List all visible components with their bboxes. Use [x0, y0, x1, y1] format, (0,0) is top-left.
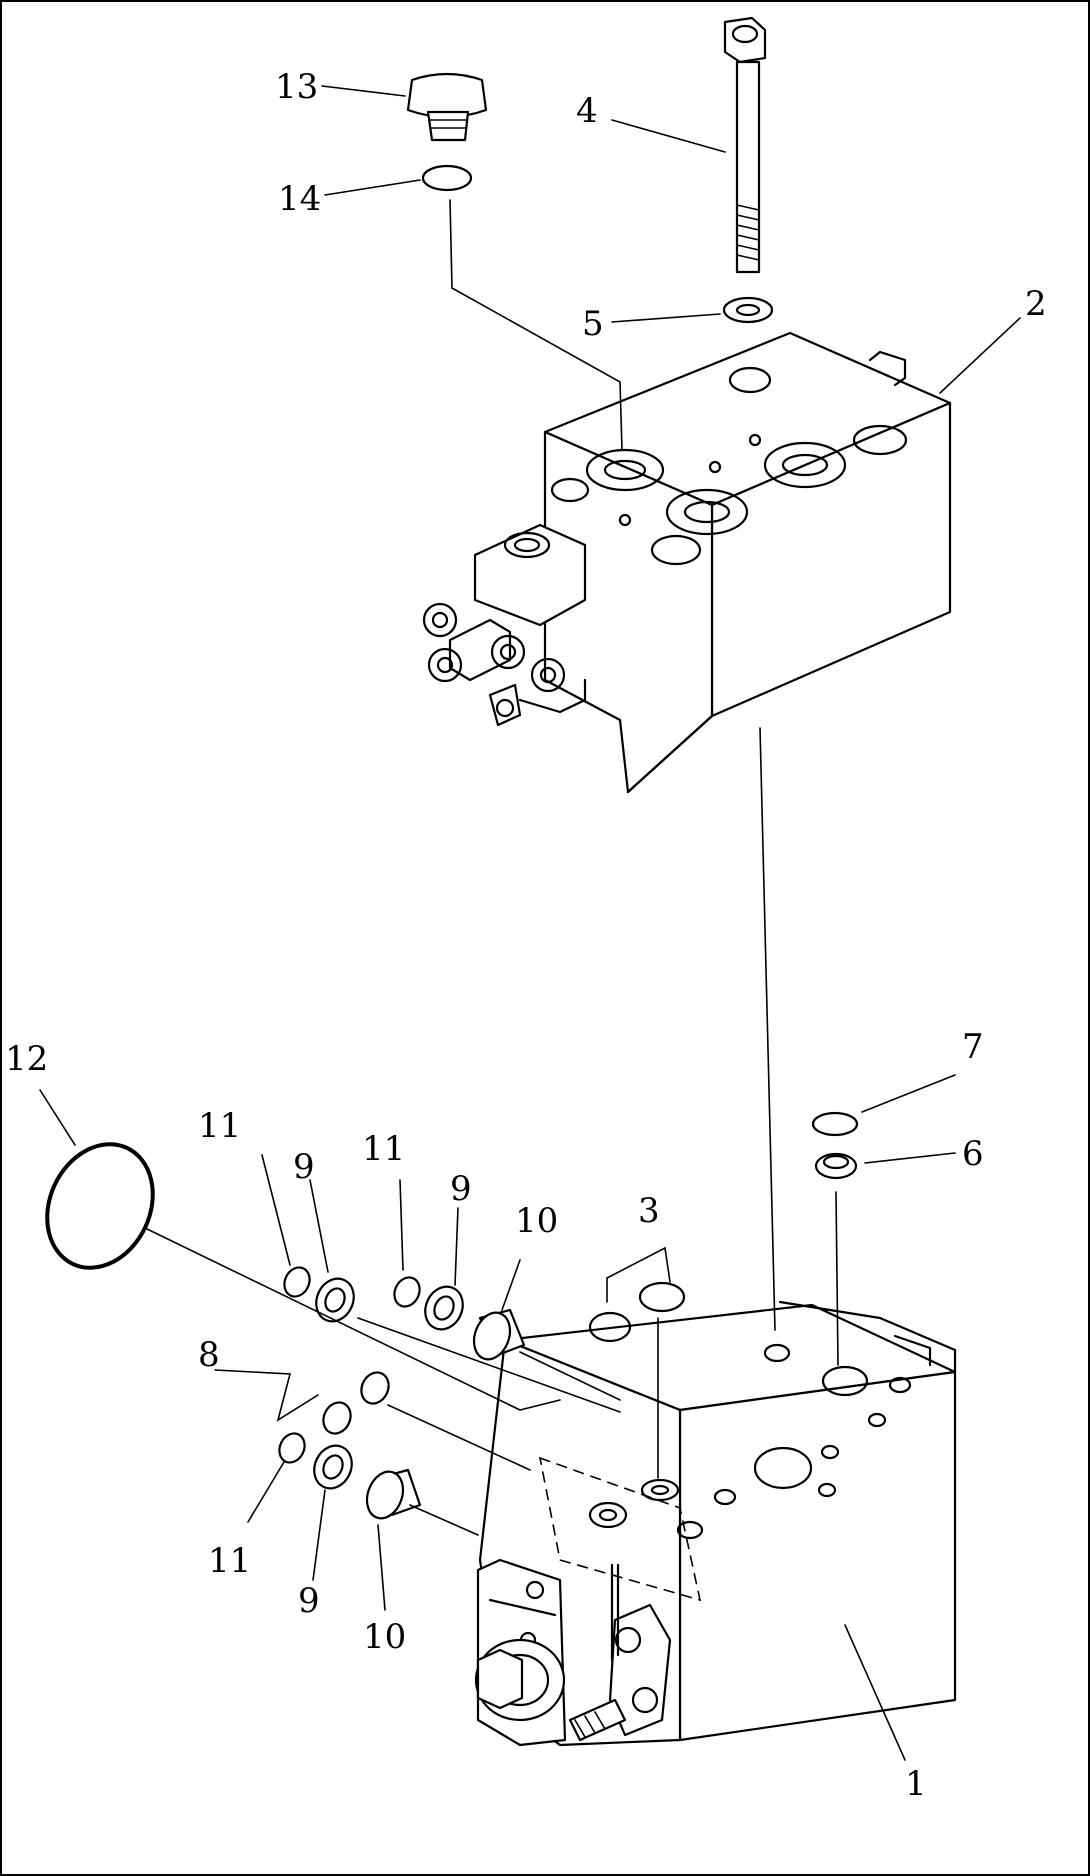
part-label-3: 3 [638, 1191, 660, 1231]
part-label-10-top: 10 [515, 1201, 558, 1241]
bolt-part-4 [723, 16, 767, 274]
o-ring-part-11c [278, 1432, 306, 1464]
part-label-4: 4 [576, 91, 598, 131]
o-ring-part-3a [588, 1311, 632, 1343]
upper-valve-block [422, 331, 952, 794]
part-label-2: 2 [1025, 284, 1047, 324]
assembly-guide-lines [144, 199, 839, 1536]
part-label-10-bottom: 10 [363, 1617, 406, 1657]
o-ring-part-11a [283, 1266, 311, 1298]
o-ring-part-12 [45, 1142, 155, 1270]
part-label-11-bottom: 11 [208, 1541, 251, 1581]
seat-part-9c [313, 1444, 353, 1490]
part-label-13: 13 [275, 67, 318, 107]
seat-part-9b [424, 1285, 464, 1331]
part-label-7: 7 [962, 1027, 984, 1067]
part-label-9-top-left: 9 [293, 1147, 315, 1187]
o-ring-part-11b [393, 1276, 421, 1308]
part-label-11-top-right: 11 [362, 1129, 405, 1169]
part-label-11-top-left: 11 [198, 1106, 241, 1146]
part-label-12: 12 [5, 1039, 48, 1079]
o-ring-part-8b [322, 1401, 352, 1435]
o-ring-part-3b [638, 1281, 686, 1313]
o-ring-part-14 [421, 164, 473, 192]
plug-part-6 [814, 1152, 858, 1180]
part-label-6: 6 [962, 1134, 984, 1174]
part-label-1: 1 [905, 1764, 927, 1804]
piston-part-10a [472, 1308, 526, 1361]
lower-valve-block [474, 1300, 957, 1747]
washer-part-5 [722, 296, 774, 324]
part-label-8: 8 [198, 1335, 220, 1375]
part-label-9-bottom: 9 [298, 1581, 320, 1621]
o-ring-part-8a [360, 1371, 390, 1405]
o-ring-part-7 [811, 1111, 859, 1137]
part-label-5: 5 [582, 304, 604, 344]
part-label-14: 14 [278, 179, 321, 219]
plug-part-13 [406, 72, 488, 142]
part-label-9-top-right: 9 [450, 1169, 472, 1209]
leader-lines [39, 85, 1021, 1761]
piston-part-10b [365, 1468, 422, 1520]
seat-part-9a [315, 1277, 355, 1323]
